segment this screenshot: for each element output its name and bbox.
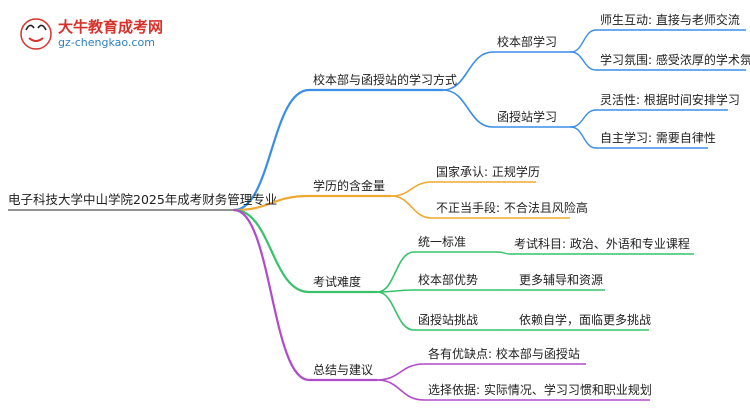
sub-connector-1-1	[442, 51, 494, 91]
leaf-connector-1-2-2	[570, 126, 597, 149]
subtopic-4-2: 选择依据: 实际情况、学习习惯和职业规划	[428, 383, 652, 397]
branch-connector-2	[232, 194, 311, 212]
subtopic-3-2: 校本部优势	[418, 273, 479, 287]
branch-topic-1: 校本部与函授站的学习方式	[313, 73, 458, 87]
subtopic-3-1: 统一标准	[418, 235, 467, 249]
root-topic: 电子科技大学中山学院2025年成考财务管理专业	[8, 192, 278, 207]
sub-connector-4-2	[376, 379, 425, 401]
branch-connector-3	[232, 208, 311, 294]
branch-connector-1	[232, 88, 311, 212]
subtopic-2-2: 不正当手段: 不合法且风险高	[436, 201, 588, 215]
sub-connector-4-1	[376, 363, 425, 381]
leaf-1-2-2: 自主学习: 需要自律性	[600, 131, 716, 145]
sub-connector-3-3	[376, 291, 415, 331]
branch-topic-2: 学历的含金量	[313, 179, 386, 193]
branch-topic-4: 总结与建议	[313, 363, 374, 377]
leaf-connector-3-1-1	[497, 251, 511, 255]
leaf-1-2-1: 灵活性: 根据时间安排学习	[600, 93, 740, 107]
leaf-connector-1-1-2	[570, 51, 597, 71]
sub-connector-2-1	[390, 181, 433, 197]
branch-topic-3: 考试难度	[313, 275, 362, 289]
leaf-1-1-1: 师生互动: 直接与老师交流	[600, 13, 740, 27]
subtopic-1-1: 校本部学习	[497, 35, 558, 49]
subtopic-3-3: 函授站挑战	[418, 313, 479, 327]
leaf-3-2-1: 更多辅导和资源	[519, 273, 604, 287]
subtopic-4-1: 各有优缺点: 校本部与函授站	[428, 347, 580, 361]
leaf-connector-1-2-1	[570, 109, 597, 128]
logo-brand-text: 大牛教育成考网	[58, 18, 164, 36]
branch-connector-4	[232, 208, 311, 382]
subtopic-1-2: 函授站学习	[497, 110, 558, 124]
bull-logo-icon	[20, 18, 52, 50]
sub-connector-3-1	[376, 251, 415, 293]
leaf-connector-1-1-1	[570, 29, 597, 53]
sub-connector-2-2	[390, 195, 433, 219]
leaf-3-3-1: 依赖自学，面临更多挑战	[519, 313, 652, 327]
leaf-3-1-1: 考试科目: 政治、外语和专业课程	[514, 237, 690, 251]
subtopic-2-1: 国家承认: 正规学历	[436, 165, 540, 179]
site-logo[interactable]: 大牛教育成考网 gz-chengkao.com	[20, 16, 210, 52]
sub-connector-1-2	[442, 89, 494, 128]
logo-url-text: gz-chengkao.com	[58, 36, 155, 49]
leaf-1-1-2: 学习氛围: 感受浓厚的学术氛围	[600, 53, 750, 67]
